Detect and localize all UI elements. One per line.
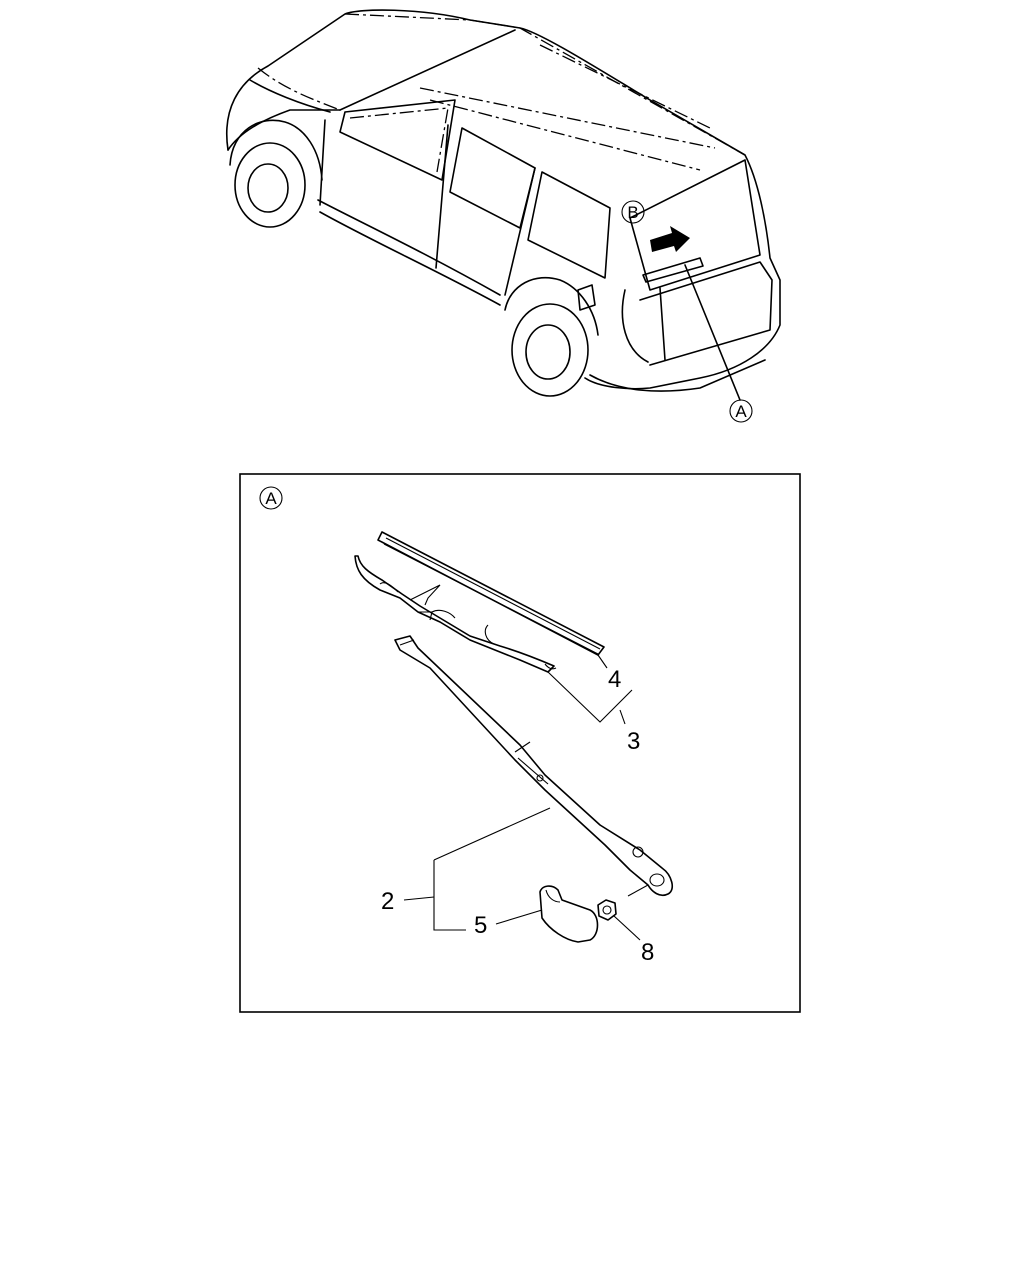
- mounting-nut: [597, 899, 617, 921]
- svg-text:A: A: [735, 402, 747, 421]
- wiper-arm-cap: [539, 885, 599, 943]
- part-number-2: 2: [381, 888, 394, 915]
- wiper-arm: [394, 635, 674, 897]
- part-number-4: 4: [608, 666, 621, 693]
- detail-frame: [239, 473, 801, 1013]
- svg-text:A: A: [265, 489, 277, 508]
- callout-a: A: [729, 399, 753, 423]
- part-number-8: 8: [641, 939, 654, 966]
- detail-callout-a: A: [259, 486, 283, 510]
- part-number-5: 5: [474, 912, 487, 939]
- part-number-3: 3: [627, 728, 640, 755]
- direction-arrow-icon: [650, 226, 690, 252]
- blade-rubber-refill: [377, 531, 605, 656]
- vehicle-illustration: [226, 9, 781, 401]
- leader-lines: [403, 654, 649, 941]
- wiper-blade-frame: [354, 555, 557, 673]
- svg-text:B: B: [627, 203, 638, 222]
- callout-b: B: [621, 200, 645, 224]
